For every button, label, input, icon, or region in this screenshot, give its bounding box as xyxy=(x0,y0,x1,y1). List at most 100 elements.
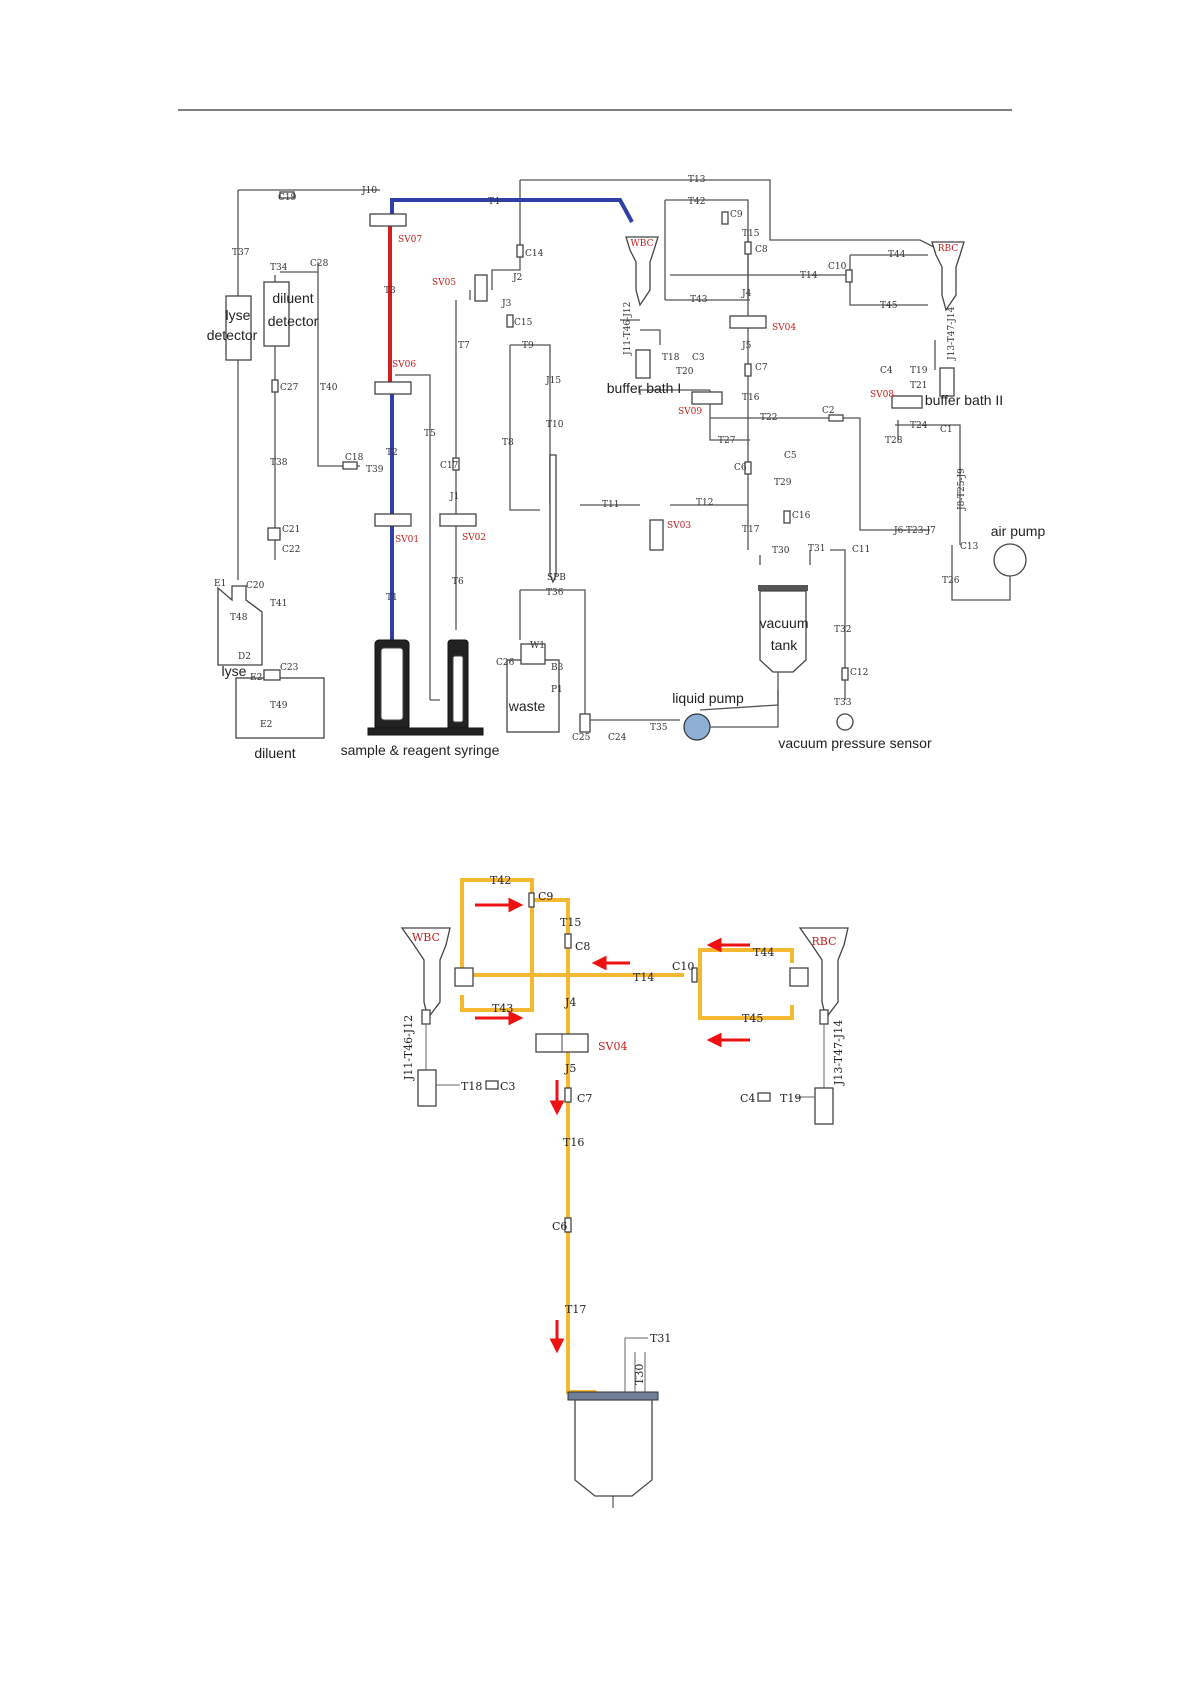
sv03-label: SV03 xyxy=(667,521,691,531)
j5-tag: J5 xyxy=(741,341,752,351)
t34-pump-line xyxy=(710,672,779,728)
e2-tag: E2 xyxy=(250,673,262,683)
rbc-chamber xyxy=(931,241,965,312)
c16-connector xyxy=(783,510,791,524)
syringe-label: sample & reagent syringe xyxy=(341,742,500,758)
c14-tag: C14 xyxy=(525,249,544,259)
buffer1-line xyxy=(620,319,661,345)
c23-connector xyxy=(263,669,281,681)
sv05-label: SV05 xyxy=(432,278,456,288)
t36-line xyxy=(520,589,680,721)
t18-label-bottom: T18 xyxy=(461,1080,482,1093)
c10-label-bottom: C10 xyxy=(672,960,694,973)
vacuum-sensor-label: vacuum pressure sensor xyxy=(778,735,932,751)
t22-tag: T22 xyxy=(760,413,777,423)
wbc-label: WBC xyxy=(631,239,654,249)
c23-tag: C23 xyxy=(280,663,299,673)
t13-line xyxy=(520,179,941,251)
j10-tag: J10 xyxy=(361,186,377,196)
rbc-yellow-loop xyxy=(698,948,794,1020)
buffer-bath-1 xyxy=(635,349,651,379)
t38-tag: T38 xyxy=(270,458,288,468)
sv09-label: SV09 xyxy=(678,407,702,417)
sv08-valve xyxy=(891,395,923,409)
t44-label-bottom: T44 xyxy=(753,946,774,959)
c19-tag: C19 xyxy=(278,193,297,203)
reagent-syringe-barrel xyxy=(452,655,464,723)
vacuum-tank-bottom xyxy=(574,1399,653,1497)
j6-tag: J6-T23-J7 xyxy=(893,526,936,536)
t24-tag: T24 xyxy=(910,421,928,431)
t20-tag: T20 xyxy=(676,367,694,377)
diluent-detector-label-2: detector xyxy=(268,313,319,329)
sv04-valve xyxy=(729,315,767,329)
e2b-tag: E2 xyxy=(260,720,272,730)
c10-connector-bottom xyxy=(691,967,698,983)
t40-tag: T40 xyxy=(320,383,338,393)
c10-tag: C10 xyxy=(828,262,847,272)
t13-tag: T13 xyxy=(688,175,706,185)
buffer2-label: buffer bath II xyxy=(925,392,1003,408)
c4-label-bottom: C4 xyxy=(740,1092,755,1105)
t43-tag: T43 xyxy=(690,295,708,305)
t1-tag: T1 xyxy=(386,593,398,603)
c11-tag: C11 xyxy=(852,545,870,555)
sv06-valve xyxy=(374,381,412,395)
t4-tag: T4 xyxy=(488,197,500,207)
t9-tag: T9 xyxy=(522,341,534,351)
wbc-port xyxy=(454,967,474,987)
sv08-label: SV08 xyxy=(870,390,894,400)
sv03-valve xyxy=(649,519,664,551)
t16-label-bottom: T16 xyxy=(563,1136,584,1149)
arrow-t14-head xyxy=(591,955,607,971)
sv07-valve xyxy=(369,213,407,227)
t31-label-bottom: T31 xyxy=(650,1332,671,1345)
c18-tag: C18 xyxy=(345,453,364,463)
c27-tag: C27 xyxy=(280,383,299,393)
lyse-detector-label-2: detector xyxy=(207,327,258,343)
j4-tag: J4 xyxy=(741,289,752,299)
t8-tag: T8 xyxy=(502,438,514,448)
t32-tag: T32 xyxy=(834,625,851,635)
vacuum-tank-lid xyxy=(758,585,808,591)
c17-tag: C17 xyxy=(440,461,459,471)
t27-tag: T27 xyxy=(718,436,736,446)
t21-tag: T21 xyxy=(910,381,927,391)
j8-tag: J8-T25-J9 xyxy=(957,468,967,511)
c4-tag: C4 xyxy=(880,366,893,376)
sv04-label-bottom: SV04 xyxy=(598,1040,627,1053)
c6-connector xyxy=(744,461,752,475)
t34-tag: T34 xyxy=(270,263,288,273)
t26-tag: T26 xyxy=(942,576,960,586)
c21-connector xyxy=(267,527,281,541)
j5-label-bottom: J5 xyxy=(564,1062,576,1075)
t15-tag: T15 xyxy=(742,229,760,239)
c14-connector xyxy=(516,244,524,258)
t31-tag: T31 xyxy=(808,544,825,554)
diluent-detector-label-1: diluent xyxy=(272,290,313,306)
wbc-chamber-bottom xyxy=(400,927,451,1020)
spb xyxy=(549,454,557,584)
t15-label-bottom: T15 xyxy=(560,916,581,929)
t24-line xyxy=(895,424,1011,601)
t28-tag: T28 xyxy=(885,436,903,446)
c25-tag: C25 xyxy=(572,733,591,743)
liquid-pump-label: liquid pump xyxy=(672,690,744,706)
j1-tag: J1 xyxy=(449,492,459,502)
w1-tag: W1 xyxy=(530,641,545,651)
j13-label-bottom: J13-T47-J14 xyxy=(832,1020,845,1086)
buffer-bath-2-bottom xyxy=(814,1087,834,1125)
j13-tag: J13-T47-J14 xyxy=(947,306,957,361)
t43-loop xyxy=(460,975,534,1012)
t17-tag: T17 xyxy=(742,525,760,535)
c9-label-bottom: C9 xyxy=(538,890,553,903)
t14-tag: T14 xyxy=(800,271,818,281)
t11-tag: T11 xyxy=(602,500,619,510)
c22-tag: C22 xyxy=(282,545,300,555)
arrow-t17-head xyxy=(549,1338,565,1354)
t42-tag: T42 xyxy=(688,197,705,207)
c25-connector xyxy=(579,713,591,733)
c9-connector-bottom xyxy=(528,892,535,908)
